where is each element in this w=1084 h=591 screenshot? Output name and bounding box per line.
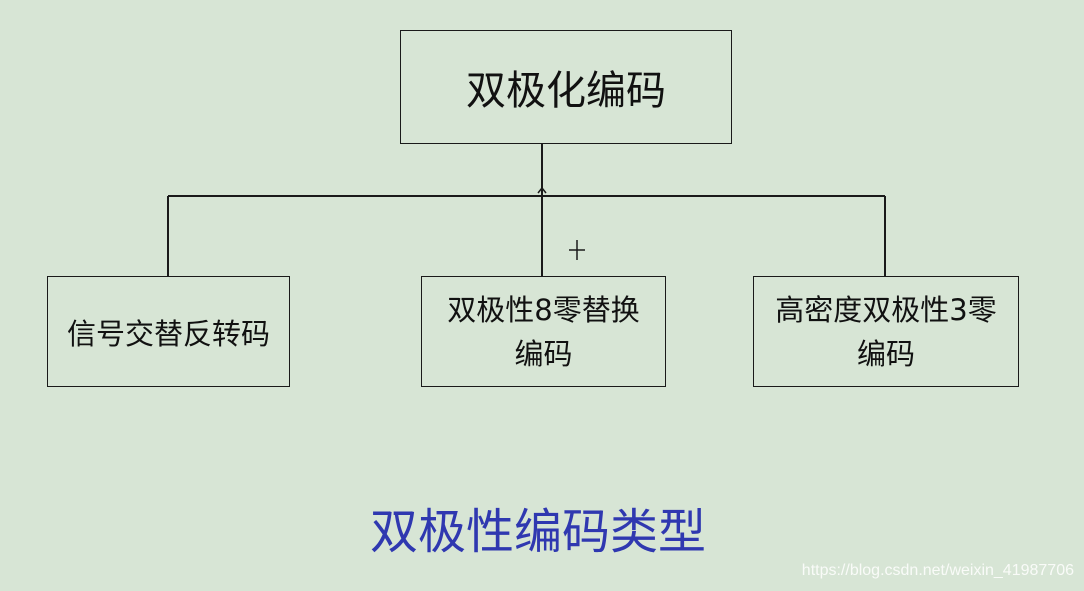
diagram-caption: 双极性编码类型 xyxy=(369,504,706,560)
child-node-label: 双极性8零替换编码 xyxy=(447,292,640,371)
root-node: 双极化编码 xyxy=(400,30,732,144)
child-node-hdb3: 高密度双极性3零编码 xyxy=(753,276,1019,387)
child-node-b8zs: 双极性8零替换编码 xyxy=(421,276,666,387)
junction-marker xyxy=(537,186,547,194)
child-node-label: 高密度双极性3零编码 xyxy=(775,292,997,371)
watermark-text: https://blog.csdn.net/weixin_41987706 xyxy=(801,562,1074,579)
child-node-ami: 信号交替反转码 xyxy=(47,276,290,387)
root-node-label: 双极化编码 xyxy=(466,68,666,114)
child-node-label: 信号交替反转码 xyxy=(66,316,270,351)
cursor-crosshair-icon xyxy=(569,240,585,260)
